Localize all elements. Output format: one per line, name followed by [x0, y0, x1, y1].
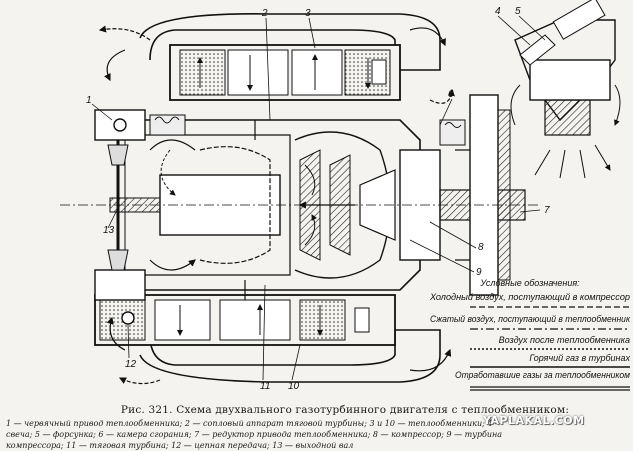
callout-1: 1 — [86, 95, 92, 106]
legend-item-cold-air: Холодный воздух, поступающий в компрессо… — [429, 292, 630, 302]
figure-caption-title: Рис. 321. Схема двухвального газотурбинн… — [120, 404, 570, 416]
callout-2: 2 — [261, 8, 268, 19]
callout-5: 5 — [515, 6, 521, 17]
callout-8: 8 — [478, 242, 484, 253]
drive-shafts — [94, 109, 466, 325]
legend-title: Условные обозначения: — [479, 278, 580, 288]
burner-detail — [510, 0, 620, 179]
callout-3: 3 — [305, 8, 311, 19]
callout-13: 13 — [103, 225, 115, 236]
legend-item-hot-gas: Горячий газ в турбинах — [529, 353, 630, 363]
callout-6: 6 — [448, 89, 454, 100]
caption-line-2: свеча; 5 — форсунка; 6 — камера сгорания… — [6, 430, 503, 439]
caption-line-1: 1 — червячный привод теплообменника; 2 —… — [6, 419, 503, 428]
figure-caption-legend: 1 — червячный привод теплообменника; 2 —… — [6, 418, 626, 451]
callout-11: 11 — [260, 381, 270, 392]
legend-item-compressed-air: Сжатый воздух, поступающий в теплообменн… — [430, 314, 631, 324]
lower-heat-exchanger — [94, 294, 452, 385]
callout-4: 4 — [495, 6, 501, 17]
legend-item-air-after-exchanger: Воздух после теплообменника — [499, 335, 630, 345]
site-watermark: YAPLAKAL.COM — [483, 414, 585, 427]
callout-12: 12 — [125, 359, 137, 370]
legend-item-exhaust: Отработавшие газы за теплообменником — [455, 370, 630, 380]
callout-9: 9 — [476, 267, 482, 278]
callout-7: 7 — [544, 205, 550, 216]
upper-heat-exchanger — [98, 13, 455, 104]
legend: Условные обозначения: Холодный воздух, п… — [429, 278, 631, 391]
callout-labels: 1 2 3 4 5 6 7 8 9 10 11 12 13 — [86, 6, 550, 392]
engine-core — [60, 94, 540, 300]
caption-line-3: компрессора; 11 — тяговая турбина; 12 — … — [6, 441, 354, 450]
callout-10: 10 — [288, 381, 300, 392]
